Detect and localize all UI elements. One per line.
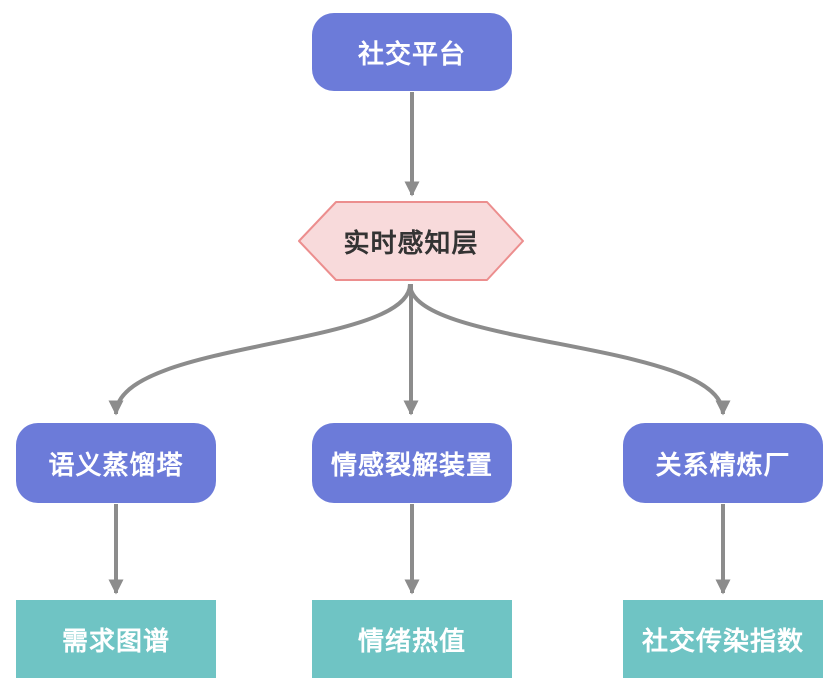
node-social-platform-label: 社交平台 [357,38,466,69]
node-emotion-cracking-unit-label: 情感裂解装置 [330,449,493,480]
edge-perception-to-semantic [108,283,412,416]
node-semantic-distillation-tower[interactable]: 语义蒸馏塔 [16,423,216,503]
edge-perception-to-relationship [408,283,731,416]
node-emotion-heat-value-label: 情绪热值 [357,625,466,656]
node-semantic-distillation-tower-label: 语义蒸馏塔 [48,449,184,480]
node-demand-graph-label: 需求图谱 [61,625,170,656]
node-emotion-cracking-unit[interactable]: 情感裂解装置 [312,423,512,503]
node-realtime-perception-layer[interactable]: 实时感知层 [299,201,523,281]
node-demand-graph[interactable]: 需求图谱 [16,600,216,678]
node-social-contagion-index[interactable]: 社交传染指数 [623,600,823,678]
node-social-contagion-index-label: 社交传染指数 [641,625,804,656]
node-relationship-refinery-label: 关系精炼厂 [655,449,791,480]
node-social-platform[interactable]: 社交平台 [312,13,512,91]
node-relationship-refinery[interactable]: 关系精炼厂 [623,423,823,503]
node-emotion-heat-value[interactable]: 情绪热值 [312,600,512,678]
node-realtime-perception-layer-label: 实时感知层 [343,227,479,258]
